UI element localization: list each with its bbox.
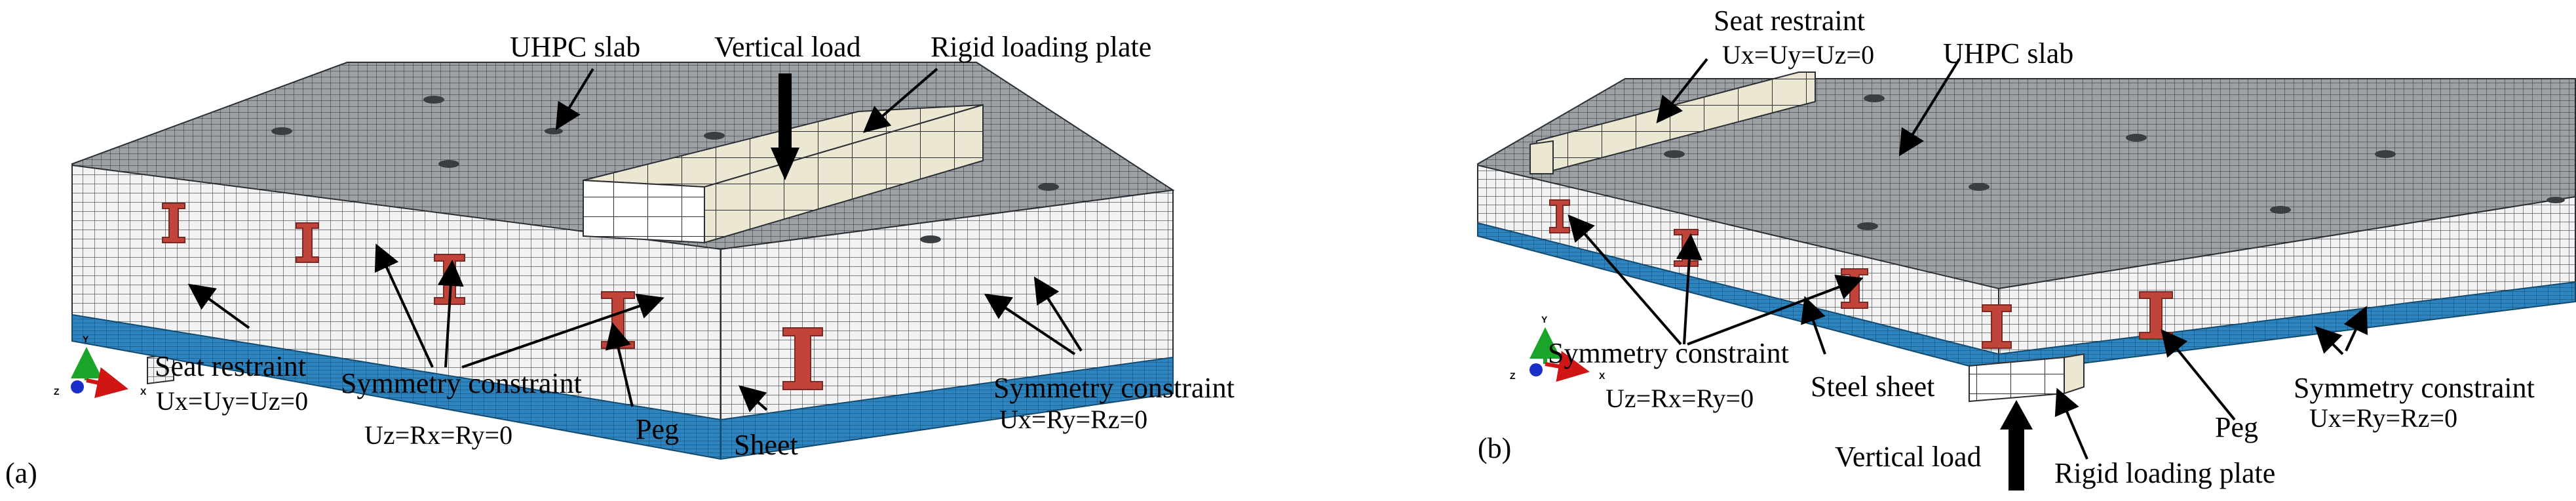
label-symmetry-eq-a-left: Uz=Rx=Ry=0 (364, 420, 513, 450)
label-seat-restraint-a: Seat restraint (155, 350, 306, 382)
panel-a-model (71, 62, 1175, 460)
rigid-plate-b (1969, 356, 2065, 403)
label-symmetry-eq-b-right: Ux=Ry=Rz=0 (2309, 403, 2458, 433)
axis-label-y-a: Y (83, 334, 89, 344)
label-uhpc-slab-b: UHPC slab (1943, 37, 2074, 70)
label-seat-restraint-eq-a: Ux=Uy=Uz=0 (156, 386, 309, 416)
label-vertical-load-a: Vertical load (714, 31, 861, 63)
axis-label-x-b: X (1599, 371, 1605, 381)
label-symmetry-constraint-a-right: Symmetry constraint (993, 372, 1235, 404)
label-uhpc-slab-a: UHPC slab (510, 31, 641, 63)
label-symmetry-eq-b-left: Uz=Rx=Ry=0 (1605, 384, 1754, 413)
label-rigid-plate-b: Rigid loading plate (2054, 457, 2276, 489)
label-symmetry-constraint-a-left: Symmetry constraint (341, 367, 582, 399)
leaders-a (187, 68, 1083, 412)
rigid-plate-side-b (2064, 353, 2085, 395)
axis-triad-a: Y X Z (54, 334, 147, 398)
axis-label-y-b: Y (1541, 314, 1548, 325)
leaders-b (1567, 58, 2368, 460)
vertical-load-arrow-b (2000, 400, 2033, 491)
label-vertical-load-b: Vertical load (1835, 441, 1982, 473)
label-symmetry-eq-a-right: Ux=Ry=Rz=0 (999, 405, 1148, 434)
panel-b-model (1477, 71, 2576, 403)
axis-triad-b: Y X Z (1510, 314, 1605, 382)
panel-a-tag: (a) (5, 457, 37, 489)
steel-sheet-right-a (720, 356, 1174, 460)
panel-b-tag: (b) (1478, 432, 1512, 464)
axis-label-z-a: Z (54, 386, 60, 397)
label-seat-restraint-eq-b: Ux=Uy=Uz=0 (1722, 40, 1875, 70)
label-peg-a: Peg (636, 413, 679, 445)
rigid-plate-front-a (583, 179, 705, 244)
label-steel-sheet-b: Steel sheet (1811, 371, 1935, 403)
label-sheet-a: Sheet (734, 429, 798, 461)
label-symmetry-constraint-b-right: Symmetry constraint (2294, 372, 2535, 404)
peg-holes-b (1664, 94, 2565, 230)
label-peg-b: Peg (2215, 411, 2258, 443)
label-seat-restraint-b: Seat restraint (1714, 5, 1865, 37)
axis-label-x-a: X (140, 386, 147, 397)
axis-label-z-b: Z (1510, 371, 1516, 381)
vertical-load-arrow-a (771, 73, 799, 180)
label-symmetry-constraint-b-left: Symmetry constraint (1548, 337, 1789, 369)
seat-restraint-front-b (1529, 140, 1554, 174)
label-rigid-plate-a: Rigid loading plate (931, 31, 1152, 63)
